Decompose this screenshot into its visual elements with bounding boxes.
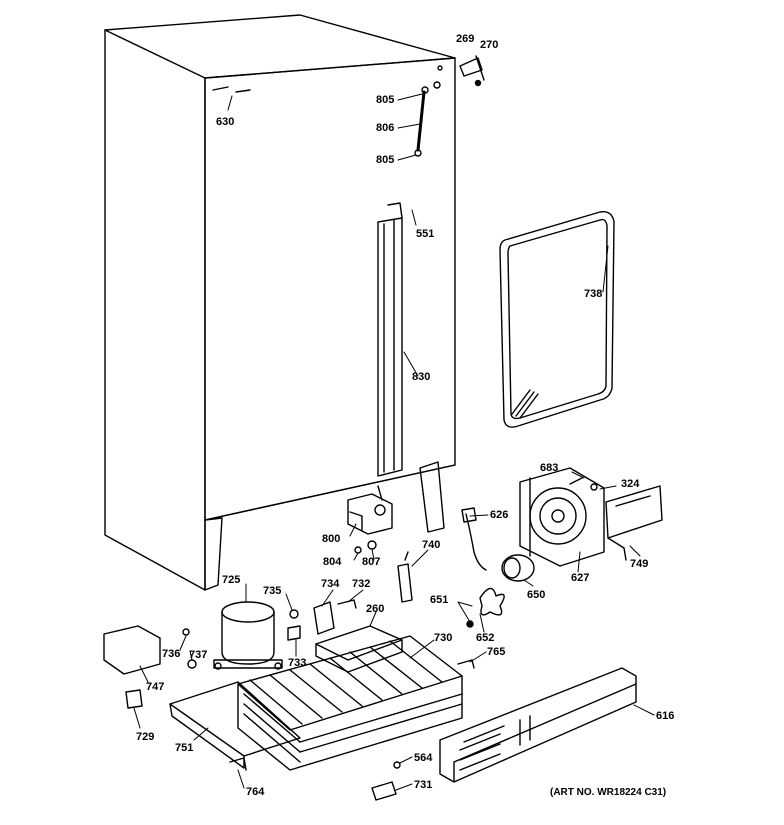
part-765 <box>457 659 475 669</box>
part-260-pan <box>315 625 403 673</box>
callout-751: 751 <box>175 742 194 754</box>
part-735-733 <box>287 609 301 641</box>
callout-747: 747 <box>146 681 165 693</box>
callout-735: 735 <box>263 585 282 597</box>
callout-270: 270 <box>480 39 499 51</box>
callout-805-bottom: 805 <box>376 154 395 166</box>
callout-730: 730 <box>434 632 453 644</box>
part-830 <box>377 202 445 533</box>
leader-lines <box>133 93 655 791</box>
callout-627: 627 <box>571 572 590 584</box>
part-626 <box>461 507 487 571</box>
part-269-270 <box>459 55 485 87</box>
callout-749: 749 <box>630 558 649 570</box>
part-747 <box>103 625 197 675</box>
part-764 <box>229 757 247 771</box>
part-627-shroud <box>519 467 605 567</box>
callout-736: 736 <box>162 648 181 660</box>
callout-324: 324 <box>621 478 640 490</box>
part-564-731 <box>371 761 401 801</box>
callout-616: 616 <box>656 710 675 722</box>
callout-731: 731 <box>414 779 433 791</box>
callout-734: 734 <box>321 578 340 590</box>
part-650-motor <box>501 554 535 582</box>
callout-551: 551 <box>416 228 435 240</box>
callout-740: 740 <box>422 539 441 551</box>
callout-564: 564 <box>414 752 433 764</box>
callout-260: 260 <box>366 603 385 615</box>
callout-806: 806 <box>376 122 395 134</box>
part-725-compressor <box>213 601 283 670</box>
part-683-324 <box>569 477 598 491</box>
callout-732: 732 <box>352 578 371 590</box>
callout-807: 807 <box>362 556 381 568</box>
callout-725: 725 <box>222 574 241 586</box>
callout-800: 800 <box>322 533 341 545</box>
part-734-732 <box>313 599 357 635</box>
part-729 <box>125 689 143 709</box>
callout-683: 683 <box>540 462 559 474</box>
callout-630: 630 <box>216 116 235 128</box>
part-740 <box>397 551 413 603</box>
part-651-fan <box>466 587 505 628</box>
callout-830: 830 <box>412 371 431 383</box>
callout-804: 804 <box>323 556 342 568</box>
callout-650: 650 <box>527 589 546 601</box>
callout-626: 626 <box>490 509 509 521</box>
callout-729: 729 <box>136 731 155 743</box>
part-749-board <box>605 485 663 561</box>
part-616-grille <box>439 667 637 783</box>
callout-805-top: 805 <box>376 94 395 106</box>
callout-738: 738 <box>584 288 603 300</box>
callout-651: 651 <box>430 594 449 606</box>
part-806 <box>414 86 429 157</box>
callout-764: 764 <box>246 786 265 798</box>
part-730-condenser <box>237 635 463 771</box>
callout-733: 733 <box>288 657 307 669</box>
part-800-valve <box>347 485 393 554</box>
cabinet <box>104 14 456 591</box>
callout-737: 737 <box>189 649 208 661</box>
callout-765: 765 <box>487 646 506 658</box>
callout-652: 652 <box>476 632 495 644</box>
part-738-gasket <box>499 211 615 428</box>
art-number: (ART NO. WR18224 C31) <box>550 787 667 798</box>
callout-269: 269 <box>456 33 475 45</box>
